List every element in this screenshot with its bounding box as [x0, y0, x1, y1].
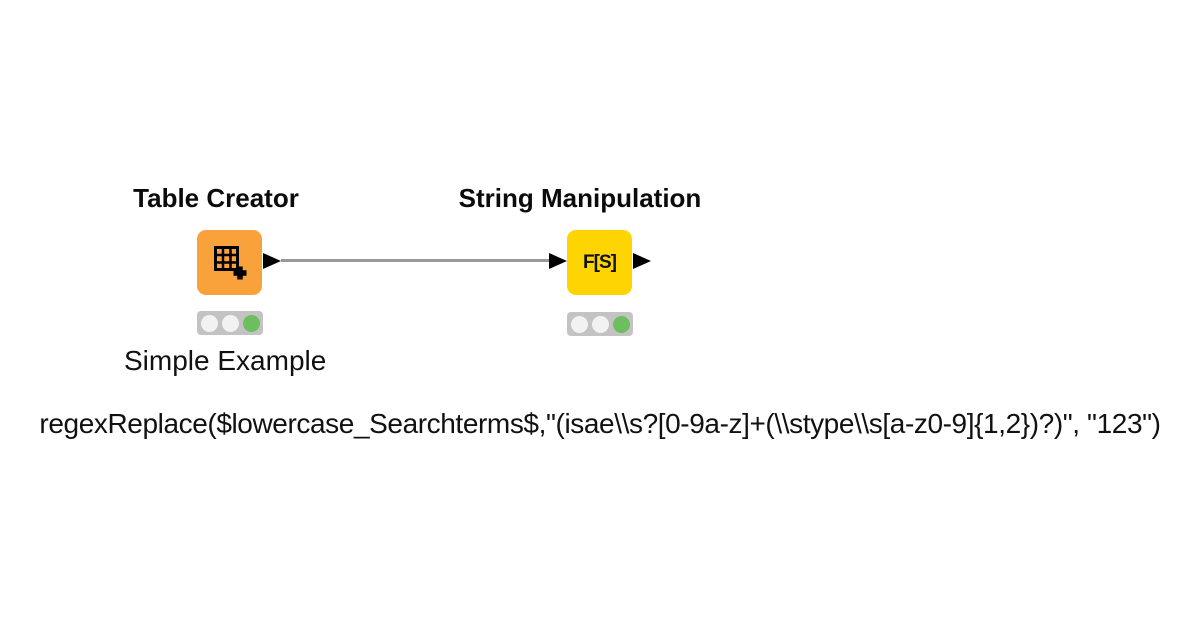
status-light-yellow-off	[221, 314, 239, 332]
status-light-green-on	[242, 314, 260, 332]
node-title-string-manipulation: String Manipulation	[458, 183, 702, 213]
output-port-string-manipulation[interactable]	[633, 253, 651, 269]
connection-edge[interactable]	[281, 259, 549, 262]
node-table-creator[interactable]	[197, 230, 262, 295]
regex-expression-text: regexReplace($lowercase_Searchterms$,"(i…	[39, 408, 1161, 439]
string-function-icon: F[S]	[583, 251, 617, 273]
input-port-string-manipulation[interactable]	[549, 253, 567, 269]
status-light-red-off	[570, 315, 588, 333]
status-light-green-on	[612, 315, 630, 333]
status-traffic-light-string-manipulation	[567, 312, 633, 336]
node-annotation: Simple Example	[124, 345, 327, 376]
node-string-manipulation[interactable]: F[S]	[567, 230, 632, 295]
table-plus-icon	[212, 245, 248, 281]
output-port-table-creator[interactable]	[263, 253, 281, 269]
status-light-red-off	[200, 314, 218, 332]
status-light-yellow-off	[591, 315, 609, 333]
status-traffic-light-table-creator	[197, 311, 263, 335]
node-title-table-creator: Table Creator	[133, 183, 299, 213]
